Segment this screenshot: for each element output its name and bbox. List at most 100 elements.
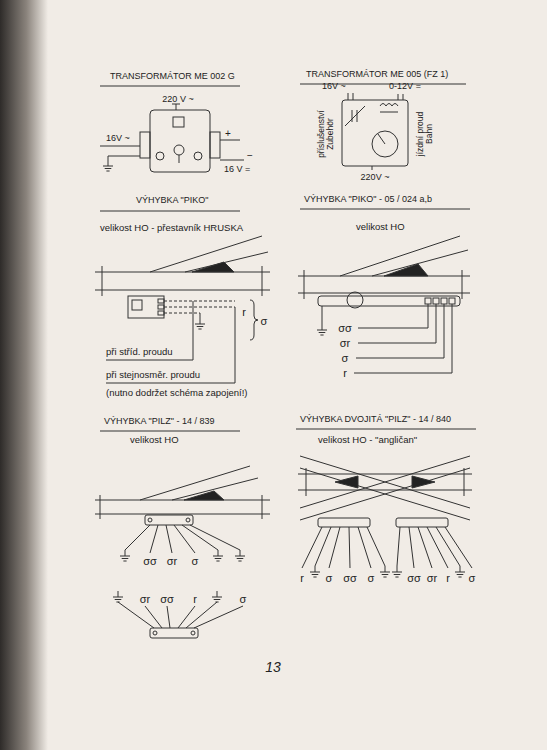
transformer-me002-part (174, 145, 184, 155)
output-label: příslušenství Zubehör (317, 102, 336, 166)
voltage-label: 220 V ~ (162, 95, 193, 105)
pin-name: σ (326, 572, 333, 584)
pin-name: σσ (343, 572, 357, 584)
pin-name: r (343, 367, 347, 379)
crossing-pilz-14840-part (397, 527, 472, 568)
transformer-me005-part (345, 106, 365, 126)
pin-name: σσ (143, 555, 157, 567)
turnout-piko-05024-part (354, 304, 452, 373)
pin-name: σ (261, 315, 268, 327)
pin-name: σ (240, 593, 247, 605)
polarity-sign: − (247, 150, 253, 161)
section-heading: VÝHYBKA "PIKO" - 05 / 024 a,b (304, 195, 432, 205)
turnout-piko-hruska-part (158, 311, 164, 315)
turnout-piko-05024 (298, 236, 470, 373)
pin-name: σσ (338, 322, 352, 334)
voltage-label: 16V ~ (322, 82, 346, 92)
crossing-pilz-14840-part (302, 527, 385, 568)
pin-name: σr (340, 337, 350, 349)
voltage-label: 16V ~ (106, 134, 130, 144)
wiring-note: při stříd. proudu (106, 347, 173, 357)
turnout-piko-hruska-part (158, 305, 164, 309)
transformer-me002-part (194, 152, 202, 160)
pin-name: σr (140, 593, 150, 605)
turnout-piko-hruska-part (158, 299, 164, 303)
crossing-pilz-14840-part (412, 476, 435, 488)
size-note: velikost HO - "angličan" (318, 435, 417, 445)
turnout-piko-05024-part (322, 306, 323, 324)
transformer-me005 (342, 93, 408, 170)
ground-symbol (195, 318, 205, 329)
pin-name: σ (192, 555, 199, 567)
turnout-pilz-14839-part (150, 628, 198, 638)
transformer-me002-part (172, 104, 180, 110)
section-heading: VÝHYBKA DVOJITÁ "PILZ" - 14 / 840 (300, 415, 451, 425)
ground-symbol (310, 566, 320, 577)
turnout-piko-05024-part (441, 298, 447, 304)
pin-name: σr (427, 572, 437, 584)
ground-symbol (455, 566, 465, 577)
section-heading: VÝHYBKA "PILZ" - 14 / 839 (104, 417, 214, 427)
section-heading: TRANSFORMÁTOR ME 005 (FZ 1) (306, 70, 448, 80)
ground-symbol (392, 566, 402, 577)
transformer-me005-part (348, 93, 403, 170)
turnout-piko-05024-part (433, 298, 439, 304)
ground-symbol (120, 550, 130, 561)
turnout-pilz-14839-part (125, 525, 240, 553)
wiring-note: při stejnosměr. proudu (106, 370, 200, 380)
size-note: velikost HO (130, 435, 179, 445)
transformer-me002-part (173, 117, 184, 127)
crossing-pilz-14840-part (335, 476, 358, 488)
turnout-piko-hruska-part (200, 313, 201, 318)
ground-symbol (317, 324, 327, 335)
pin-name: σ (469, 572, 476, 584)
crossing-pilz-14840-part (318, 518, 370, 527)
transformer-me002 (100, 104, 244, 172)
wiring-note: (nutno dodržet schéma zapojení!) (106, 388, 248, 398)
polarity-sign: + (225, 128, 231, 139)
transformer-me002-part (210, 132, 220, 158)
turnout-piko-05024-part (347, 292, 363, 308)
transformer-me005-part (372, 131, 398, 157)
ground-symbol (212, 591, 222, 602)
turnout-piko-05024-part (449, 298, 455, 304)
page-number: 13 (265, 660, 281, 675)
turnout-piko-hruska-part (95, 236, 270, 296)
turnout-pilz-14839-part (153, 631, 157, 635)
transformer-me005-part (380, 104, 398, 113)
ground-symbol (213, 550, 223, 561)
size-note: velikost HO (356, 222, 405, 232)
section-heading: VÝHYBKA "PIKO" (136, 196, 208, 206)
turnout-pilz-14839-part (148, 518, 152, 522)
turnout-piko-hruska-part (164, 301, 235, 313)
output-label: jízdní proud Bahn (416, 102, 435, 166)
transformer-me005-part (378, 134, 385, 144)
turnout-pilz-14839-part (95, 466, 270, 519)
transformer-me002-part (179, 155, 180, 163)
ground-symbol (380, 566, 390, 577)
turnout-pilz-14839-part (184, 491, 224, 500)
transformer-me002-part (140, 132, 150, 158)
turnout-piko-hruska-part (250, 300, 258, 340)
turnout-pilz-14839-part (118, 602, 243, 628)
crossing-pilz-14840-part (396, 518, 448, 527)
ground-symbol (103, 160, 113, 171)
turnout-piko-hruska-part (192, 262, 234, 272)
ground-symbol (235, 550, 245, 561)
pin-name: σ (342, 352, 349, 364)
turnout-pilz-14839-part (186, 518, 190, 522)
size-note: velikost HO - přestavník HRUSKA (100, 223, 243, 233)
turnout-piko-05024-part (425, 298, 431, 304)
turnout-piko-05024-part (318, 296, 460, 306)
turnout-pilz-14839 (95, 466, 270, 638)
heading-rule-part (100, 84, 476, 431)
page-shadow (0, 0, 48, 750)
transformer-me002-part (150, 110, 210, 172)
turnout-piko-05024-part (298, 236, 470, 299)
turnout-piko-hruska-part (128, 296, 164, 318)
turnout-piko-hruska (95, 236, 270, 383)
transformer-me002-part (156, 152, 164, 160)
pin-name: σσ (160, 593, 174, 605)
